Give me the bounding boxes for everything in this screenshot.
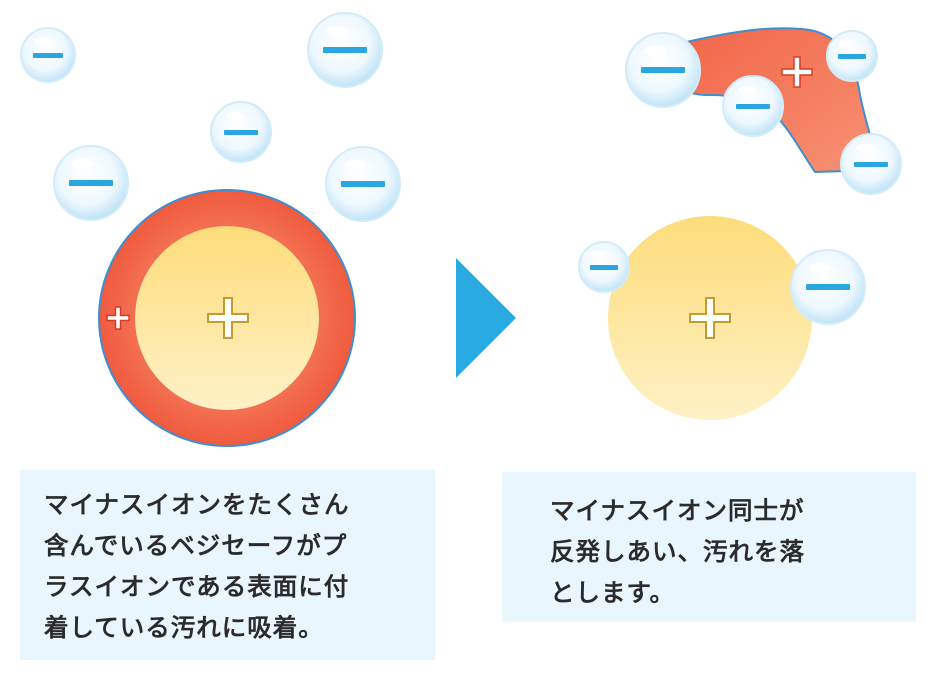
left-panel xyxy=(20,12,401,447)
right-caption: マイナスイオン同士が 反発しあい、汚れを落 とします。 xyxy=(502,472,916,622)
minus-ion xyxy=(625,32,701,108)
caption-line: ラスイオンである表面に付 xyxy=(44,572,350,601)
left-caption: マイナスイオンをたくさん 含んでいるベジセーフがプ ラスイオンである表面に付 着… xyxy=(20,470,435,660)
minus-ion xyxy=(578,241,630,293)
dirt-plus-sign xyxy=(106,306,130,330)
minus-ion xyxy=(307,12,383,88)
caption-line: 含んでいるベジセーフがプ xyxy=(44,531,348,560)
right-arrow xyxy=(456,258,516,378)
caption-line: 反発しあい、汚れを落 xyxy=(550,537,805,566)
minus-ion xyxy=(53,145,129,221)
minus-ion xyxy=(722,75,784,137)
minus-ion xyxy=(840,133,902,195)
minus-ion xyxy=(325,146,401,222)
surface-plus-sign xyxy=(689,297,731,339)
dirt-plus-sign xyxy=(781,56,813,88)
minus-ion xyxy=(790,249,866,325)
right-panel xyxy=(578,27,902,420)
surface-plus-sign xyxy=(207,297,249,339)
caption-line: とします。 xyxy=(550,578,676,607)
caption-line: マイナスイオン同士が xyxy=(550,496,805,525)
caption-line: 着している汚れに吸着。 xyxy=(44,613,324,642)
minus-ion xyxy=(210,101,272,163)
minus-ion xyxy=(826,30,878,82)
minus-ion xyxy=(20,27,76,83)
caption-line: マイナスイオンをたくさん xyxy=(44,490,350,519)
